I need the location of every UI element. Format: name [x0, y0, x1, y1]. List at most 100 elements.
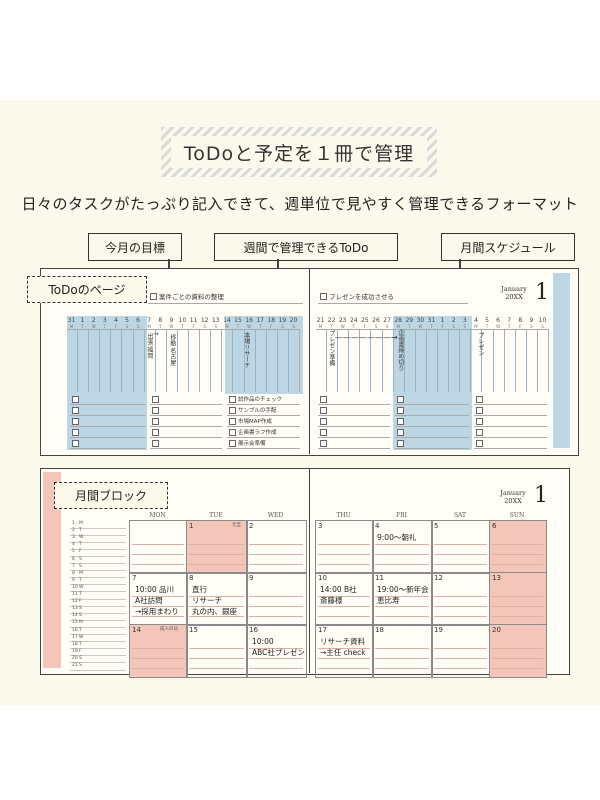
day-cell	[129, 520, 188, 574]
todo-row-line	[70, 437, 145, 438]
todo-checkbox[interactable]	[229, 429, 236, 436]
goal-checkbox-right[interactable]	[320, 293, 327, 300]
todo-checkbox[interactable]	[320, 418, 327, 425]
day-column-line	[110, 330, 112, 392]
day-number: 5	[485, 317, 489, 324]
todo-checkbox[interactable]	[320, 396, 327, 403]
mini-weekday: S	[79, 606, 82, 612]
block-month-name: January 20XX	[493, 489, 533, 506]
weekday-letter: S	[203, 324, 206, 329]
todo-checkbox[interactable]	[476, 396, 483, 403]
todo-checkbox[interactable]	[152, 429, 159, 436]
label-todo-page-text: ToDoのページ	[48, 283, 126, 297]
todo-checkbox[interactable]	[397, 429, 404, 436]
cell-line	[375, 564, 429, 565]
day-column-line	[548, 330, 549, 392]
weekday-letter: F	[270, 324, 273, 329]
day-column-line	[121, 330, 123, 392]
day-column-line	[337, 330, 339, 392]
day-cell: 4	[372, 520, 433, 574]
todo-checkbox[interactable]	[229, 440, 236, 447]
todo-checkbox[interactable]	[152, 418, 159, 425]
day-cell: 12	[431, 572, 491, 626]
weekday-letter: W	[91, 324, 96, 329]
todo-checkbox[interactable]	[72, 440, 79, 447]
label-monthly-schedule-text: 月間スケジュール	[460, 240, 556, 255]
day-cell-number: 18	[375, 626, 384, 634]
mini-day-line	[70, 548, 126, 550]
cell-line	[434, 544, 487, 545]
note-fri11: 19:00〜新年会恵比寿	[377, 585, 429, 605]
day-cell: 2	[246, 520, 307, 574]
mini-weekday: T	[79, 577, 82, 583]
todo-checkbox[interactable]	[72, 429, 79, 436]
day-column-line	[265, 330, 267, 392]
day-number: 5	[125, 317, 129, 324]
day-number: 12	[200, 317, 209, 324]
mini-weekday: S	[79, 655, 82, 661]
page-title: ToDoと予定を１冊で管理	[171, 136, 427, 168]
todo-checkbox[interactable]	[152, 440, 159, 447]
todo-checkbox[interactable]	[229, 396, 236, 403]
todo-year-label: 20XX	[505, 292, 523, 301]
cell-line	[492, 564, 543, 565]
day-number: 24	[349, 317, 358, 324]
todo-row-line	[474, 415, 547, 416]
cell-line	[492, 596, 543, 597]
todo-row-line	[474, 404, 547, 405]
cell-line	[375, 544, 429, 545]
mini-day-number: 1	[72, 521, 75, 526]
todo-checkbox[interactable]	[152, 407, 159, 414]
cell-line	[132, 544, 184, 545]
todo-checkbox[interactable]	[397, 418, 404, 425]
weekday-letter: T	[258, 324, 262, 329]
todo-checkbox[interactable]	[397, 407, 404, 414]
goal-checkbox-left[interactable]	[150, 293, 157, 300]
mini-day-number: 3	[72, 535, 75, 541]
todo-item: サンプルの手配	[238, 408, 277, 414]
mini-day-number: 5	[72, 549, 75, 555]
todo-row-line	[395, 437, 469, 438]
weekday-header: MON	[149, 512, 166, 519]
day-cell: 14	[129, 624, 188, 678]
todo-month-name: January 20XX	[494, 285, 534, 302]
day-cell: 5	[431, 520, 491, 574]
weekday-letter: T	[181, 324, 184, 329]
cell-line	[189, 596, 244, 597]
mini-day-line	[70, 641, 126, 643]
todo-checkbox[interactable]	[476, 407, 483, 414]
todo-item: 企画書ラフ作成	[238, 430, 277, 436]
todo-checkbox[interactable]	[320, 407, 327, 414]
todo-checkbox[interactable]	[72, 407, 79, 414]
todo-checkbox[interactable]	[229, 407, 236, 414]
weekday-letter: T	[430, 324, 433, 329]
todo-left-week1	[67, 316, 147, 450]
todo-checkbox[interactable]	[320, 440, 327, 447]
todo-row-line	[474, 437, 547, 438]
weekday-letter: F	[192, 324, 195, 329]
day-row-line	[316, 329, 550, 330]
cell-line	[249, 668, 303, 669]
mini-day-line	[70, 555, 126, 557]
label-monthly-schedule: 月間スケジュール	[441, 233, 575, 261]
day-number: 26	[372, 317, 380, 324]
weekday-letter: S	[136, 324, 140, 329]
todo-checkbox[interactable]	[72, 418, 79, 425]
todo-checkbox[interactable]	[397, 440, 404, 447]
todo-checkbox[interactable]	[229, 418, 236, 425]
todo-checkbox[interactable]	[320, 429, 327, 436]
weekday-letter: S	[214, 324, 218, 329]
day-cell: 1	[186, 520, 248, 574]
block-index-tab	[43, 472, 61, 668]
day-column-line	[99, 330, 101, 392]
todo-checkbox[interactable]	[72, 396, 79, 403]
day-cell-number: 2	[249, 522, 254, 530]
todo-checkbox[interactable]	[476, 440, 483, 447]
note-thu10: 14:00 B社斎藤様	[320, 585, 357, 605]
todo-checkbox[interactable]	[476, 418, 483, 425]
todo-checkbox[interactable]	[397, 396, 404, 403]
todo-row-line	[318, 415, 390, 416]
mini-weekday: F	[79, 599, 82, 605]
todo-checkbox[interactable]	[152, 396, 159, 403]
todo-checkbox[interactable]	[476, 429, 483, 436]
